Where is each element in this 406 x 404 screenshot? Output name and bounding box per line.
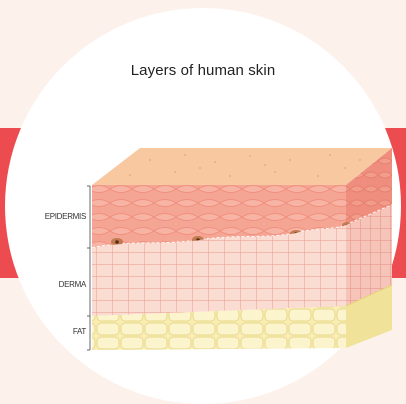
label-derma: DERMA [26, 280, 86, 289]
layer-bracket [87, 186, 90, 350]
label-fat: FAT [26, 327, 86, 336]
skin-surface [92, 148, 392, 185]
label-epidermis: EPIDERMIS [26, 212, 86, 221]
